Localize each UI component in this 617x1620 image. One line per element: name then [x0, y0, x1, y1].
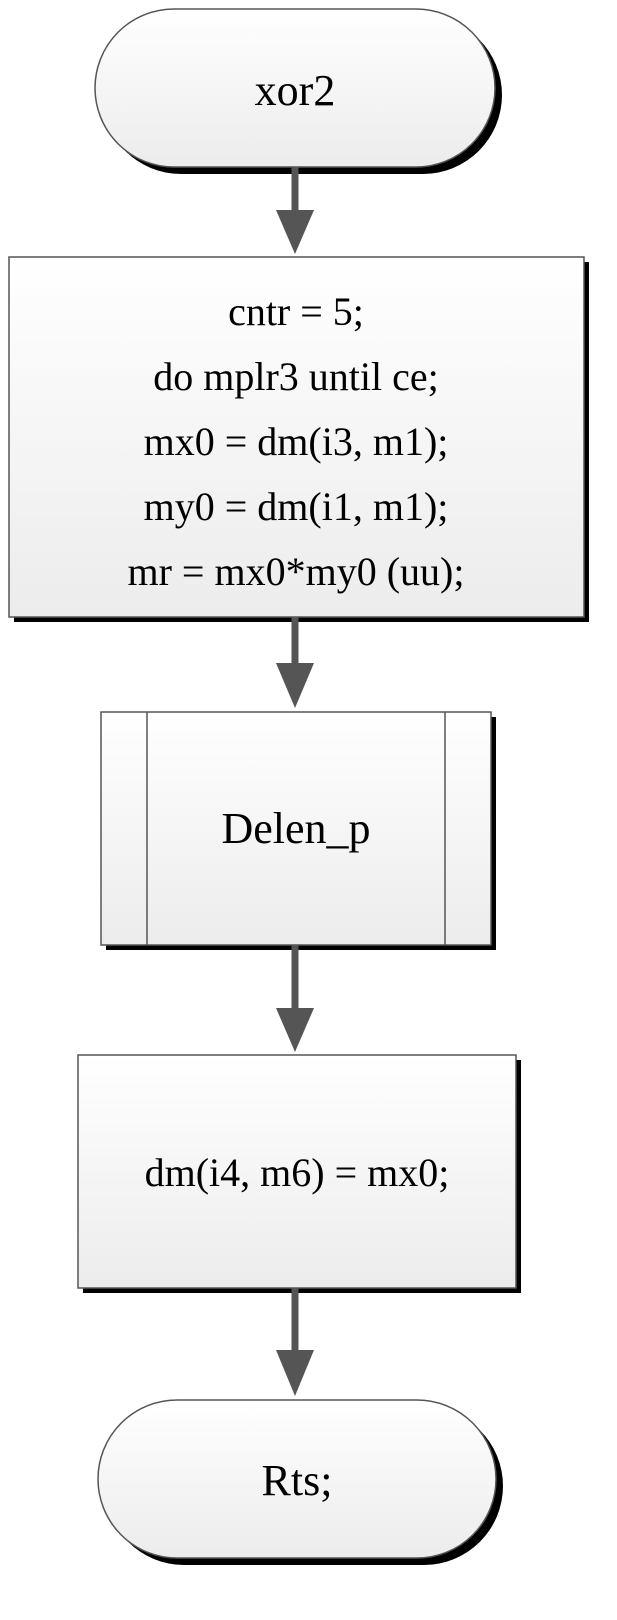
subroutine-box: Delen_p	[100, 711, 496, 950]
arrow-start-to-step1	[276, 167, 314, 254]
step1-line-4: my0 = dm(i1, m1);	[144, 484, 449, 529]
step2-label: dm(i4, m6) = mx0;	[145, 1150, 450, 1195]
subroutine-box-shape	[100, 711, 492, 946]
arrow-step2-to-end	[276, 1288, 314, 1396]
process-box-step1: cntr = 5; do mplr3 until ce; mx0 = dm(i3…	[8, 256, 589, 622]
start-terminator: xor2	[94, 8, 502, 174]
process-box-step2-shape	[77, 1054, 517, 1289]
end-terminator: Rts;	[97, 1399, 503, 1565]
arrow-step1-to-subroutine	[276, 617, 314, 708]
end-label: Rts;	[262, 1456, 333, 1505]
step1-line-3: mx0 = dm(i3, m1);	[144, 419, 449, 464]
process-box-step2: dm(i4, m6) = mx0;	[77, 1054, 521, 1293]
step1-line-1: cntr = 5;	[228, 289, 364, 334]
arrow-subroutine-to-step2	[276, 945, 314, 1052]
start-label: xor2	[255, 66, 336, 115]
step1-line-2: do mplr3 until ce;	[153, 354, 439, 399]
process-box-step1-shape	[8, 256, 585, 618]
end-terminator-shape	[97, 1399, 497, 1559]
step1-line-5: mr = mx0*my0 (uu);	[128, 549, 465, 594]
subroutine-label: Delen_p	[221, 804, 370, 853]
